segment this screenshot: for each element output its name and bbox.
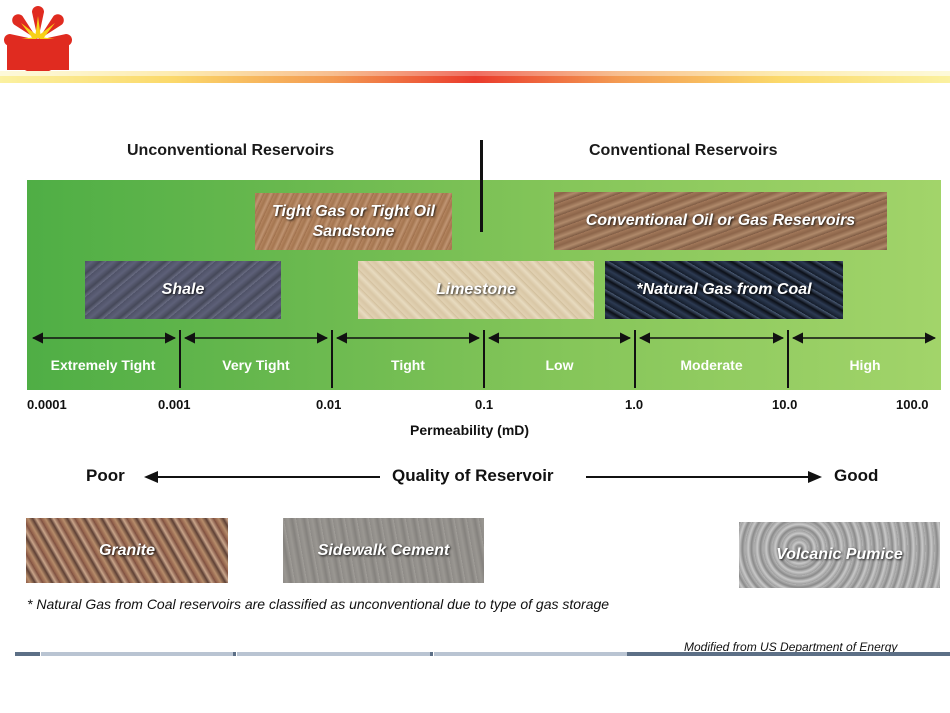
bottom-bar-segment — [40, 652, 233, 656]
scale-value: 0.0001 — [27, 397, 67, 412]
category-low: Low — [545, 357, 574, 373]
category-range-arrows — [31, 332, 937, 344]
quality-good: Good — [834, 466, 879, 485]
scale-value: 10.0 — [772, 397, 798, 412]
rock-tight-gas-sandstone: Tight Gas or Tight Oil Sandstone — [255, 193, 452, 250]
division-tick — [787, 330, 789, 388]
sample-granite: Granite — [26, 518, 228, 583]
bottom-bar-segment — [236, 652, 430, 656]
division-tick — [634, 330, 636, 388]
category-tight: Tight — [391, 357, 425, 373]
arrow-right-icon — [586, 471, 822, 483]
division-tick — [483, 330, 485, 388]
rock-label-line1: Tight Gas or Tight Oil — [272, 202, 435, 220]
footnote: * Natural Gas from Coal reservoirs are c… — [27, 596, 610, 612]
bottom-bar-segment — [433, 652, 627, 656]
arrow-left-icon — [144, 471, 380, 483]
division-tick — [179, 330, 181, 388]
scale-value: 0.1 — [475, 397, 494, 412]
scale-value: 0.001 — [158, 397, 191, 412]
scale-value: 0.01 — [316, 397, 342, 412]
category-moderate: Moderate — [680, 357, 743, 373]
rock-label-line2: Sandstone — [312, 222, 395, 240]
rock-shale: Shale — [85, 261, 281, 319]
petal-sun-logo — [4, 6, 72, 72]
rock-limestone: Limestone — [358, 261, 594, 319]
reservoir-divider — [480, 140, 483, 232]
quality-label: Quality of Reservoir — [392, 466, 554, 485]
heading-unconventional: Unconventional Reservoirs — [127, 142, 335, 159]
quality-poor: Poor — [86, 466, 125, 485]
axis-label: Permeability (mD) — [410, 422, 530, 438]
scale-value: 1.0 — [625, 397, 644, 412]
sample-sidewalk-cement: Sidewalk Cement — [283, 518, 484, 583]
rock-natural-gas-coal: *Natural Gas from Coal — [605, 261, 843, 319]
source-credit: Modified from US Department of Energy — [684, 640, 898, 654]
heading-conventional: Conventional Reservoirs — [589, 142, 778, 159]
category-very-tight: Very Tight — [222, 357, 290, 373]
sample-volcanic-pumice: Volcanic Pumice — [739, 522, 940, 588]
division-tick — [331, 330, 333, 388]
category-high: High — [849, 357, 881, 373]
category-extremely-tight: Extremely Tight — [50, 357, 156, 373]
header-band-highlight — [0, 71, 950, 76]
rock-conventional-reservoirs: Conventional Oil or Gas Reservoirs — [554, 192, 887, 250]
scale-value: 100.0 — [896, 397, 929, 412]
